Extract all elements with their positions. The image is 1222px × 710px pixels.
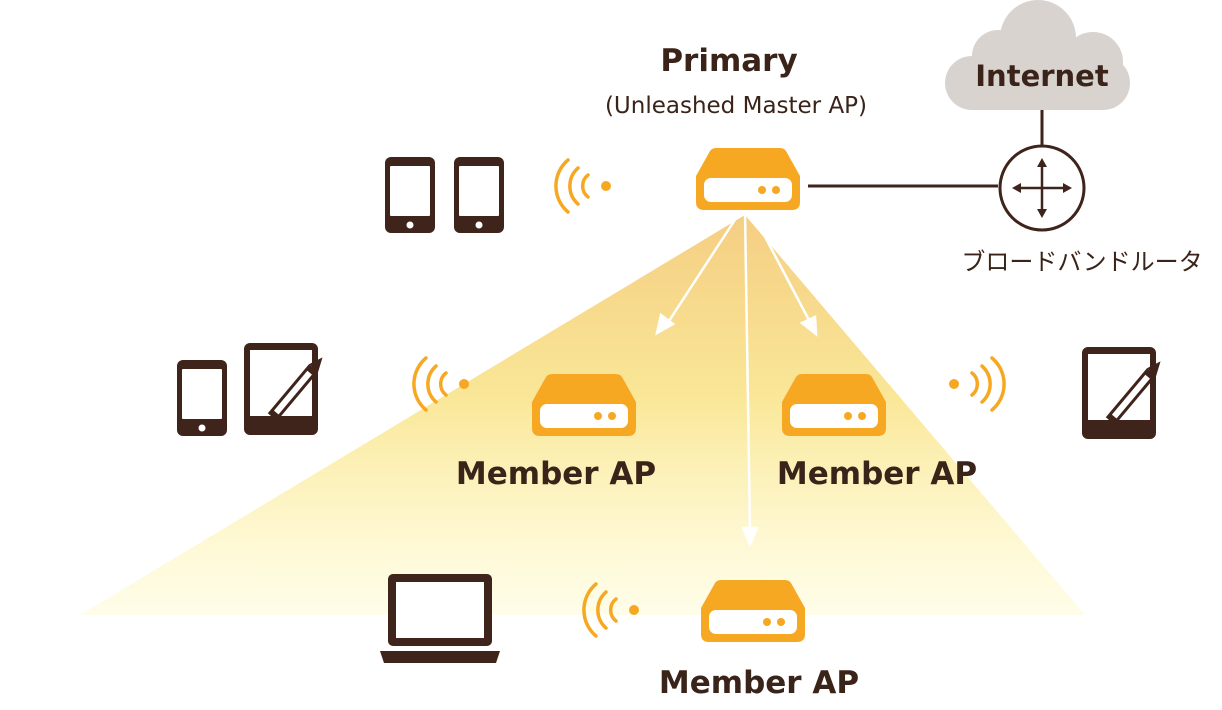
tablet-pen-icon	[1082, 347, 1166, 439]
connection-arrows	[655, 211, 818, 548]
primary-subtitle: (Unleashed Master AP)	[605, 93, 867, 119]
member-ap-bottom-icon	[701, 580, 805, 642]
router-icon	[998, 144, 1086, 232]
smartphone-icon	[454, 157, 504, 233]
member-ap-right-label: Member AP	[777, 456, 977, 492]
member-ap-left-label: Member AP	[456, 456, 656, 492]
laptop-icon	[380, 574, 500, 663]
smartphone-icon	[177, 360, 227, 436]
smartphone-icon	[385, 157, 435, 233]
tablet-pen-icon	[244, 343, 328, 435]
internet-label: Internet	[975, 59, 1109, 93]
primary-ap-icon	[696, 148, 800, 210]
member-ap-bottom-label: Member AP	[659, 665, 859, 701]
cloud-icon	[945, 0, 1130, 110]
wifi-signal-icon	[948, 356, 1006, 412]
member-ap-left-icon	[532, 374, 636, 436]
member-ap-right-icon	[782, 374, 886, 436]
wifi-signal-icon	[554, 158, 612, 214]
router-label: ブロードバンドルータ	[961, 248, 1202, 276]
primary-title: Primary	[660, 43, 797, 79]
